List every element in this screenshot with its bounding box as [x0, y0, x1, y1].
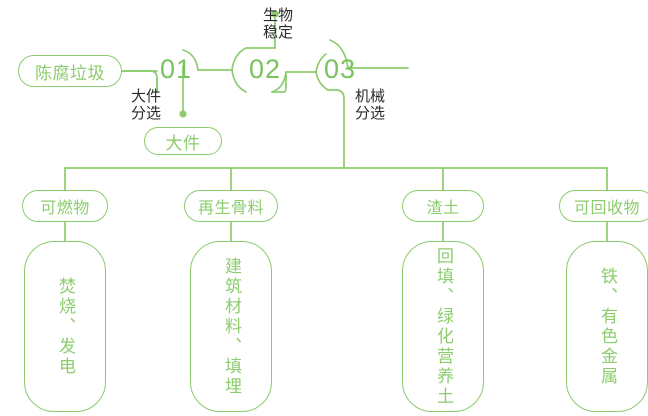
output-detail-box-0[interactable]: 焚烧、发电 [24, 241, 106, 412]
output-detail-text-2: 回填、绿化营养土 [434, 246, 453, 407]
stage-number-01: 01 [160, 54, 193, 84]
stage-number-03: 03 [324, 54, 357, 84]
output-pill-0[interactable]: 可燃物 [22, 190, 108, 222]
stage-number-02: 02 [249, 54, 282, 84]
output-detail-text-3: 铁、有色金属 [598, 266, 617, 387]
stage-01-output-label: 大件 [165, 133, 201, 153]
stage-01-process-label: 大件 分选 [131, 88, 162, 122]
output-detail-box-3[interactable]: 铁、有色金属 [566, 241, 648, 412]
stage-01-branch-dot [179, 110, 187, 118]
output-pill-label-2: 渣土 [426, 200, 460, 217]
output-pill-label-1: 再生骨料 [197, 200, 264, 217]
output-pill-label-3: 可回收物 [573, 200, 640, 217]
output-detail-box-1[interactable]: 建筑材料、填埋 [190, 241, 272, 412]
output-pill-1[interactable]: 再生骨料 [184, 190, 278, 222]
output-pill-3[interactable]: 可回收物 [559, 190, 648, 222]
output-detail-box-2[interactable]: 回填、绿化营养土 [402, 241, 484, 412]
output-detail-text-0: 焚烧、发电 [56, 276, 75, 377]
output-pill-2[interactable]: 渣土 [402, 190, 484, 222]
output-pill-label-0: 可燃物 [40, 200, 90, 217]
stage-01-output-pill[interactable]: 大件 [144, 127, 222, 155]
stage-02-process-label: 生物 稳定 [263, 7, 294, 41]
stage-03-process-label: 机械 分选 [355, 88, 386, 122]
source-node-label: 陈腐垃圾 [35, 63, 105, 83]
stage-02-branch-dot [271, 10, 279, 18]
source-node-pill[interactable]: 陈腐垃圾 [18, 55, 122, 87]
output-detail-text-1: 建筑材料、填埋 [222, 256, 241, 397]
